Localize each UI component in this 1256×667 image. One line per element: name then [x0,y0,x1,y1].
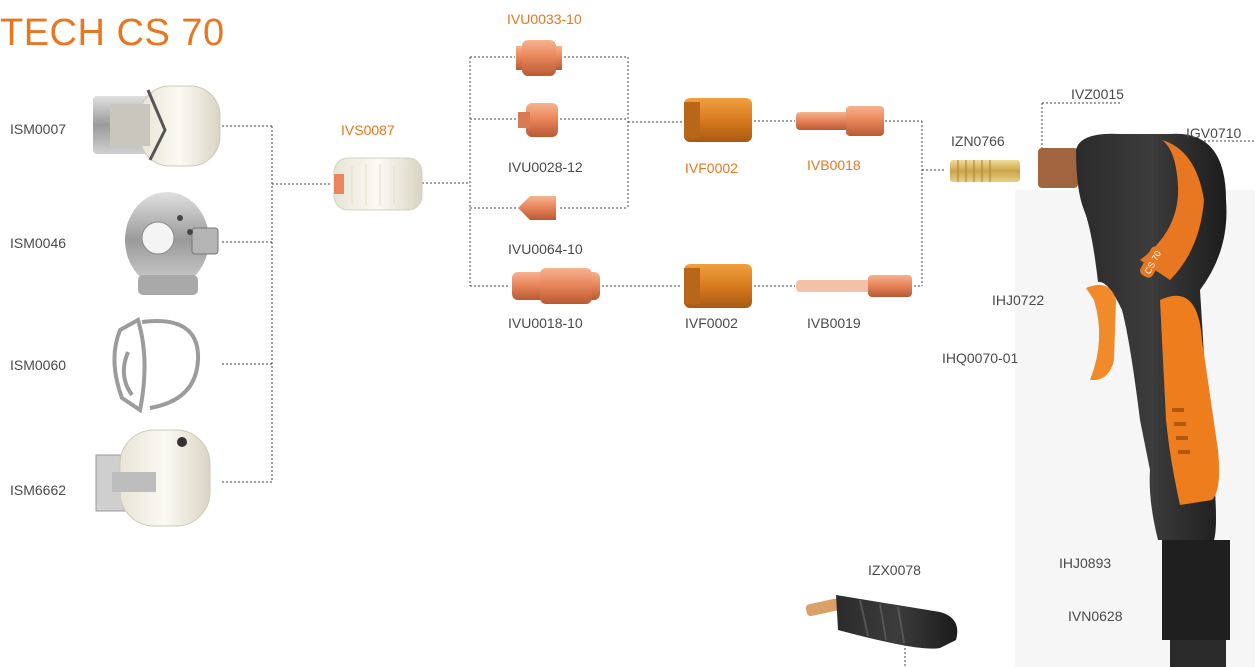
label-ism6662: ISM6662 [10,482,67,498]
shield-ism0046-image [125,192,219,295]
shield-ism0060-image [112,317,201,414]
label-ivn0628: IVN0628 [1068,608,1123,624]
label-ivs0087: IVS0087 [341,122,395,138]
adapter-izn0766-image [950,160,1020,182]
label-ivf0002-top: IVF0002 [685,160,738,176]
insulator-ivf0002-top-image [684,98,752,142]
label-ism0007: ISM0007 [10,121,67,137]
label-izn0766: IZN0766 [951,133,1005,149]
electrode-ivb0019-image [796,275,912,297]
label-izx0078: IZX0078 [868,562,921,578]
label-igv0710: IGV0710 [1186,125,1242,141]
label-ivb0018: IVB0018 [807,157,861,173]
nozzle-ivu0018-10-image [512,268,600,304]
swirl-ring-ivs0087-image [333,157,423,211]
diagram-title: TECH CS 70 [0,12,225,54]
nozzle-ivu0028-12-image [518,103,558,137]
label-ivb0019: IVB0019 [807,315,861,331]
nozzle-ivu0033-10-image [516,40,562,76]
plug-izx0078-image [805,595,958,649]
label-ihj0722: IHJ0722 [992,292,1045,308]
nozzle-ivu0064-10-image [518,196,556,220]
electrode-ivb0018-image [796,106,884,136]
torch-body-image: CS 70 [1015,133,1255,667]
insulator-ivf0002-bottom-image [684,264,752,308]
label-ivu0064-10: IVU0064-10 [508,241,583,257]
shield-ism0007-image [93,85,221,167]
label-ivu0033-10: IVU0033-10 [507,11,582,27]
label-ihj0893: IHJ0893 [1059,555,1112,571]
label-ivf0002-bottom: IVF0002 [685,315,738,331]
label-ivz0015: IVZ0015 [1071,86,1124,102]
label-ism0060: ISM0060 [10,357,67,373]
label-ivu0028-12: IVU0028-12 [508,159,583,175]
label-ihq0070-01: IHQ0070-01 [942,350,1019,366]
label-ivu0018-10: IVU0018-10 [508,315,583,331]
shield-ism6662-image [95,429,211,527]
label-ism0046: ISM0046 [10,235,67,251]
